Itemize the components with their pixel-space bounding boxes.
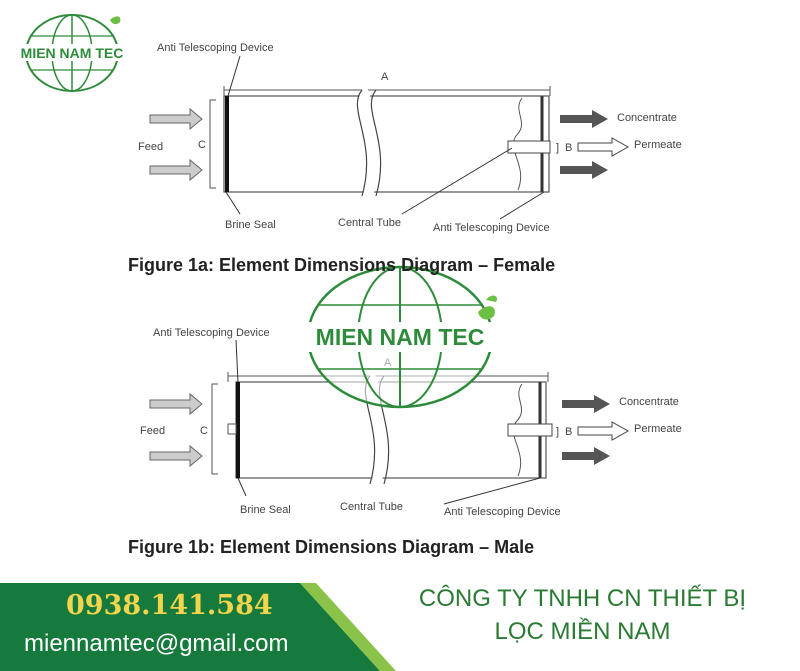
brine-seal-leader [237,477,247,497]
footer-accent-stripe [300,583,396,671]
footer-dark-panel [0,583,380,671]
atd-bottom-leader [443,477,541,505]
logo-text: MIEN NAM TEC [21,45,124,61]
concentrate-arrow-bottom [562,447,610,465]
figure-1b-caption: Figure 1b: Element Dimensions Diagram – … [128,537,535,557]
feed-arrow-top [149,107,203,131]
central-tube [507,423,553,437]
footer-phone[interactable]: 0938.141.584 [66,590,273,621]
atd-top-leader [227,55,241,97]
concentrate-label: Concentrate [617,112,677,124]
permeate-arrow [577,421,630,441]
dimension-b-label: B [565,426,572,438]
brine-seal-bar [236,382,240,478]
footer-email[interactable]: miennamtec@gmail.com [24,630,289,657]
dimension-a-label: A [381,71,389,83]
feed-arrow-top [149,392,203,416]
atd-bottom-label: Anti Telescoping Device [433,222,550,234]
concentrate-arrow-top [560,110,608,128]
brand-logo: MIEN NAM TEC [21,14,124,92]
permeate-label: Permeate [634,423,682,435]
concentrate-arrow-top [562,395,610,413]
company-name-line2: LỌC MIỀN NAM [494,618,671,645]
company-name-line1: CÔNG TY TNHH CN THIẾT BỊ [418,585,747,612]
feed-arrow-bottom [149,158,203,182]
dimension-c-label: C [198,139,206,151]
feed-label: Feed [140,425,165,437]
brine-seal-bar [225,96,229,192]
central-tube-label: Central Tube [340,501,403,513]
cutaway-edge [512,97,523,191]
cutaway-edge [512,383,523,477]
brine-seal-label: Brine Seal [240,504,291,516]
central-tube-label: Central Tube [338,217,401,229]
break-line-right [370,89,382,197]
dimension-c-label: C [200,425,208,437]
concentrate-label: Concentrate [619,396,679,408]
atd-top-label: Anti Telescoping Device [153,327,270,339]
concentrate-arrow-bottom [560,161,608,179]
footer-band [0,583,800,671]
figure-1a: A C Feed Concentrate ] B Permeate Anti T… [138,42,682,234]
atd-top-leader [235,339,239,383]
male-tube-stub [227,423,237,435]
break-gap [358,86,378,198]
dimension-b-bracket: ] [556,142,559,154]
atd-bottom-label: Anti Telescoping Device [444,506,561,518]
dimension-c-bracket [209,99,216,189]
leaf-icon [486,295,498,302]
brine-seal-leader [225,191,241,215]
leaf-icon [478,306,495,320]
dimension-c-bracket [211,383,218,475]
leaf-icon [110,16,121,25]
feed-label: Feed [138,141,163,153]
central-tube-leader [401,147,513,215]
break-line-left [356,89,368,197]
permeate-label: Permeate [634,139,682,151]
membrane-element [223,95,550,193]
watermark-logo: MIEN NAM TEC [306,265,498,409]
dimension-b-label: B [565,142,572,154]
brine-seal-label: Brine Seal [225,219,276,231]
central-tube [507,140,551,154]
feed-arrow-bottom [149,444,203,468]
atd-bottom-leader [499,191,545,220]
atd-top-label: Anti Telescoping Device [157,42,274,54]
watermark-text: MIEN NAM TEC [316,324,485,350]
figure-1a-caption: Figure 1a: Element Dimensions Diagram – … [128,255,556,275]
permeate-arrow [577,137,630,157]
dimension-b-bracket: ] [556,426,559,438]
